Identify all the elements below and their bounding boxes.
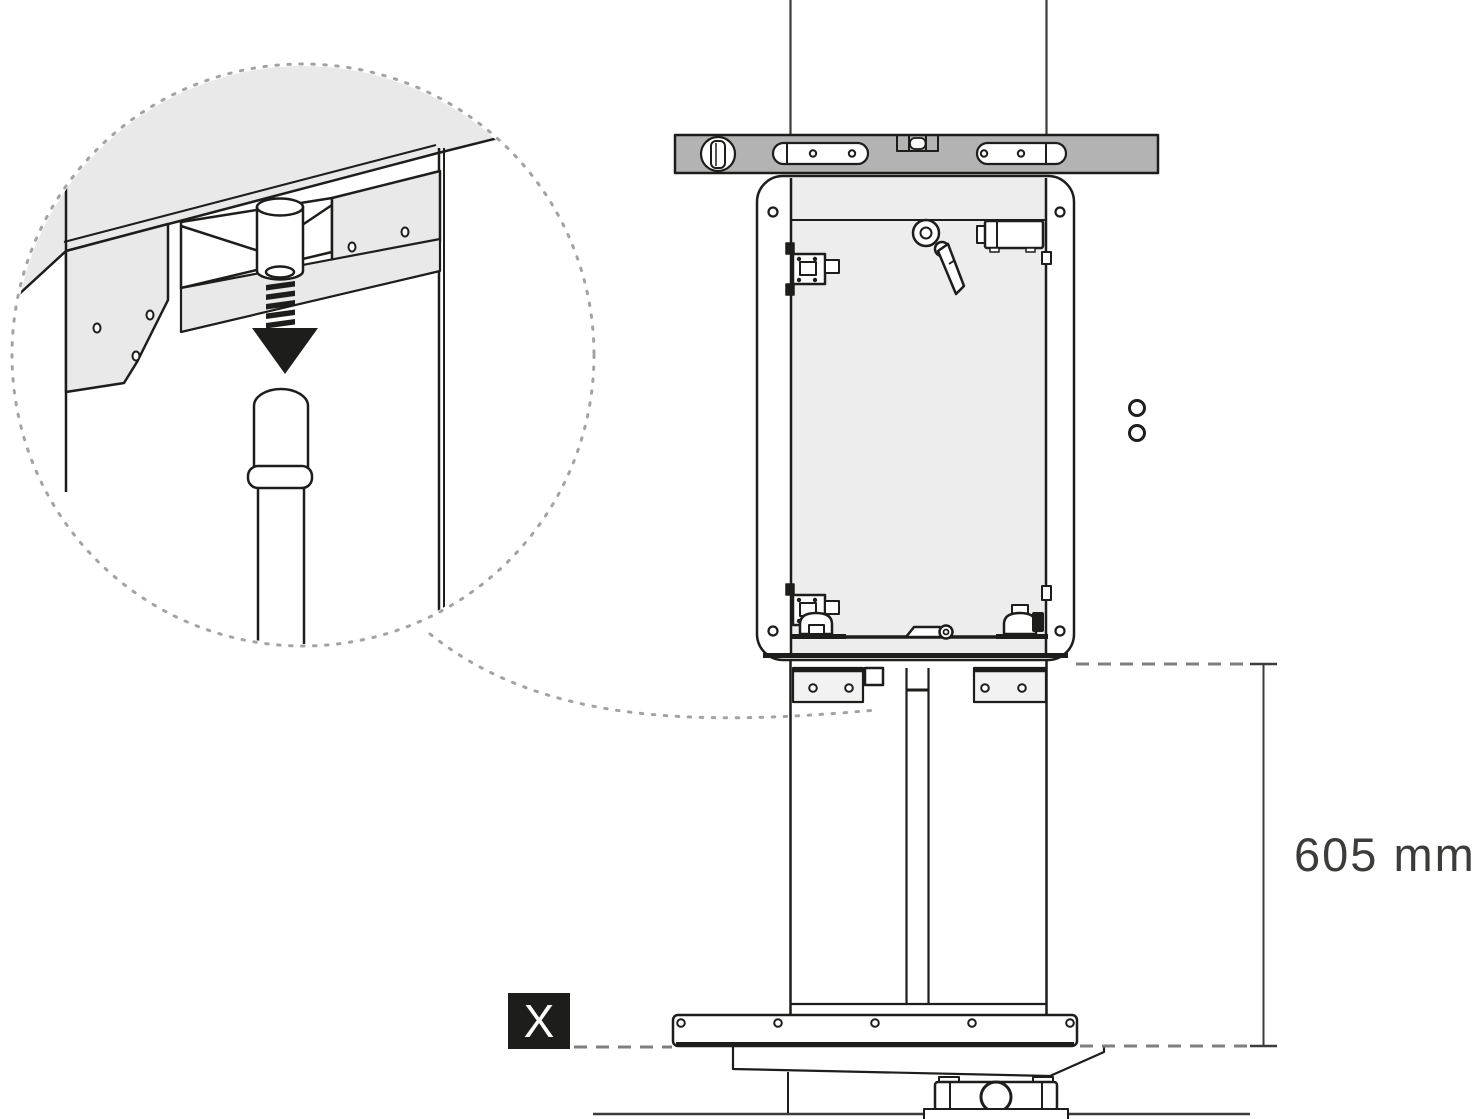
door-latch-top-left — [785, 242, 840, 296]
level-bubble-vial — [896, 134, 939, 152]
pole-tab — [863, 666, 885, 687]
upper-post-lines — [789, 0, 1048, 135]
roller-base-pad — [923, 1108, 1069, 1119]
inner-tube — [905, 668, 930, 1004]
level-round-vial — [699, 135, 737, 173]
ground-level-marker: X — [508, 993, 672, 1049]
cabinet-lock-key — [911, 218, 966, 296]
insert-arrow-icon — [252, 281, 318, 374]
detail-callout-circle — [10, 62, 596, 648]
detail-front-lip — [179, 237, 442, 334]
detail-pole-spigot — [246, 387, 314, 644]
clamp-bracket-right — [996, 604, 1048, 639]
detail-bracket-left-holes — [92, 309, 155, 362]
cabinet-screw-holes — [767, 206, 1066, 637]
detail-bracket-left — [64, 222, 170, 394]
detail-bracket-right-holes — [347, 226, 410, 253]
marker-label: X — [524, 995, 555, 1047]
level-hand-slot-right — [975, 141, 1068, 166]
spirit-level — [673, 133, 1160, 175]
clamp-bracket-left — [792, 611, 846, 639]
dimension-605mm: 605 mm — [1076, 662, 1476, 1048]
mounting-plate-left — [791, 666, 865, 704]
detail-callout — [10, 62, 878, 720]
cabinet-back-panel — [791, 178, 1046, 653]
base-taper-plate — [731, 1046, 1106, 1078]
detail-socket-cylinder — [255, 197, 305, 281]
level-hand-slot-left — [771, 141, 870, 166]
cabinet — [755, 174, 1076, 662]
latch-receiver-top-right — [976, 219, 1052, 601]
side-screws — [1128, 399, 1146, 442]
pedestal-pole — [789, 660, 1048, 1015]
base-plate-screws — [676, 1018, 1075, 1028]
dimension-label: 605 mm — [1294, 828, 1476, 881]
marker-badge — [508, 993, 570, 1049]
base-assembly — [593, 1013, 1250, 1119]
leveling-roller — [923, 1076, 1069, 1119]
mounting-plate-right — [972, 666, 1048, 704]
cable-gland — [904, 624, 954, 640]
